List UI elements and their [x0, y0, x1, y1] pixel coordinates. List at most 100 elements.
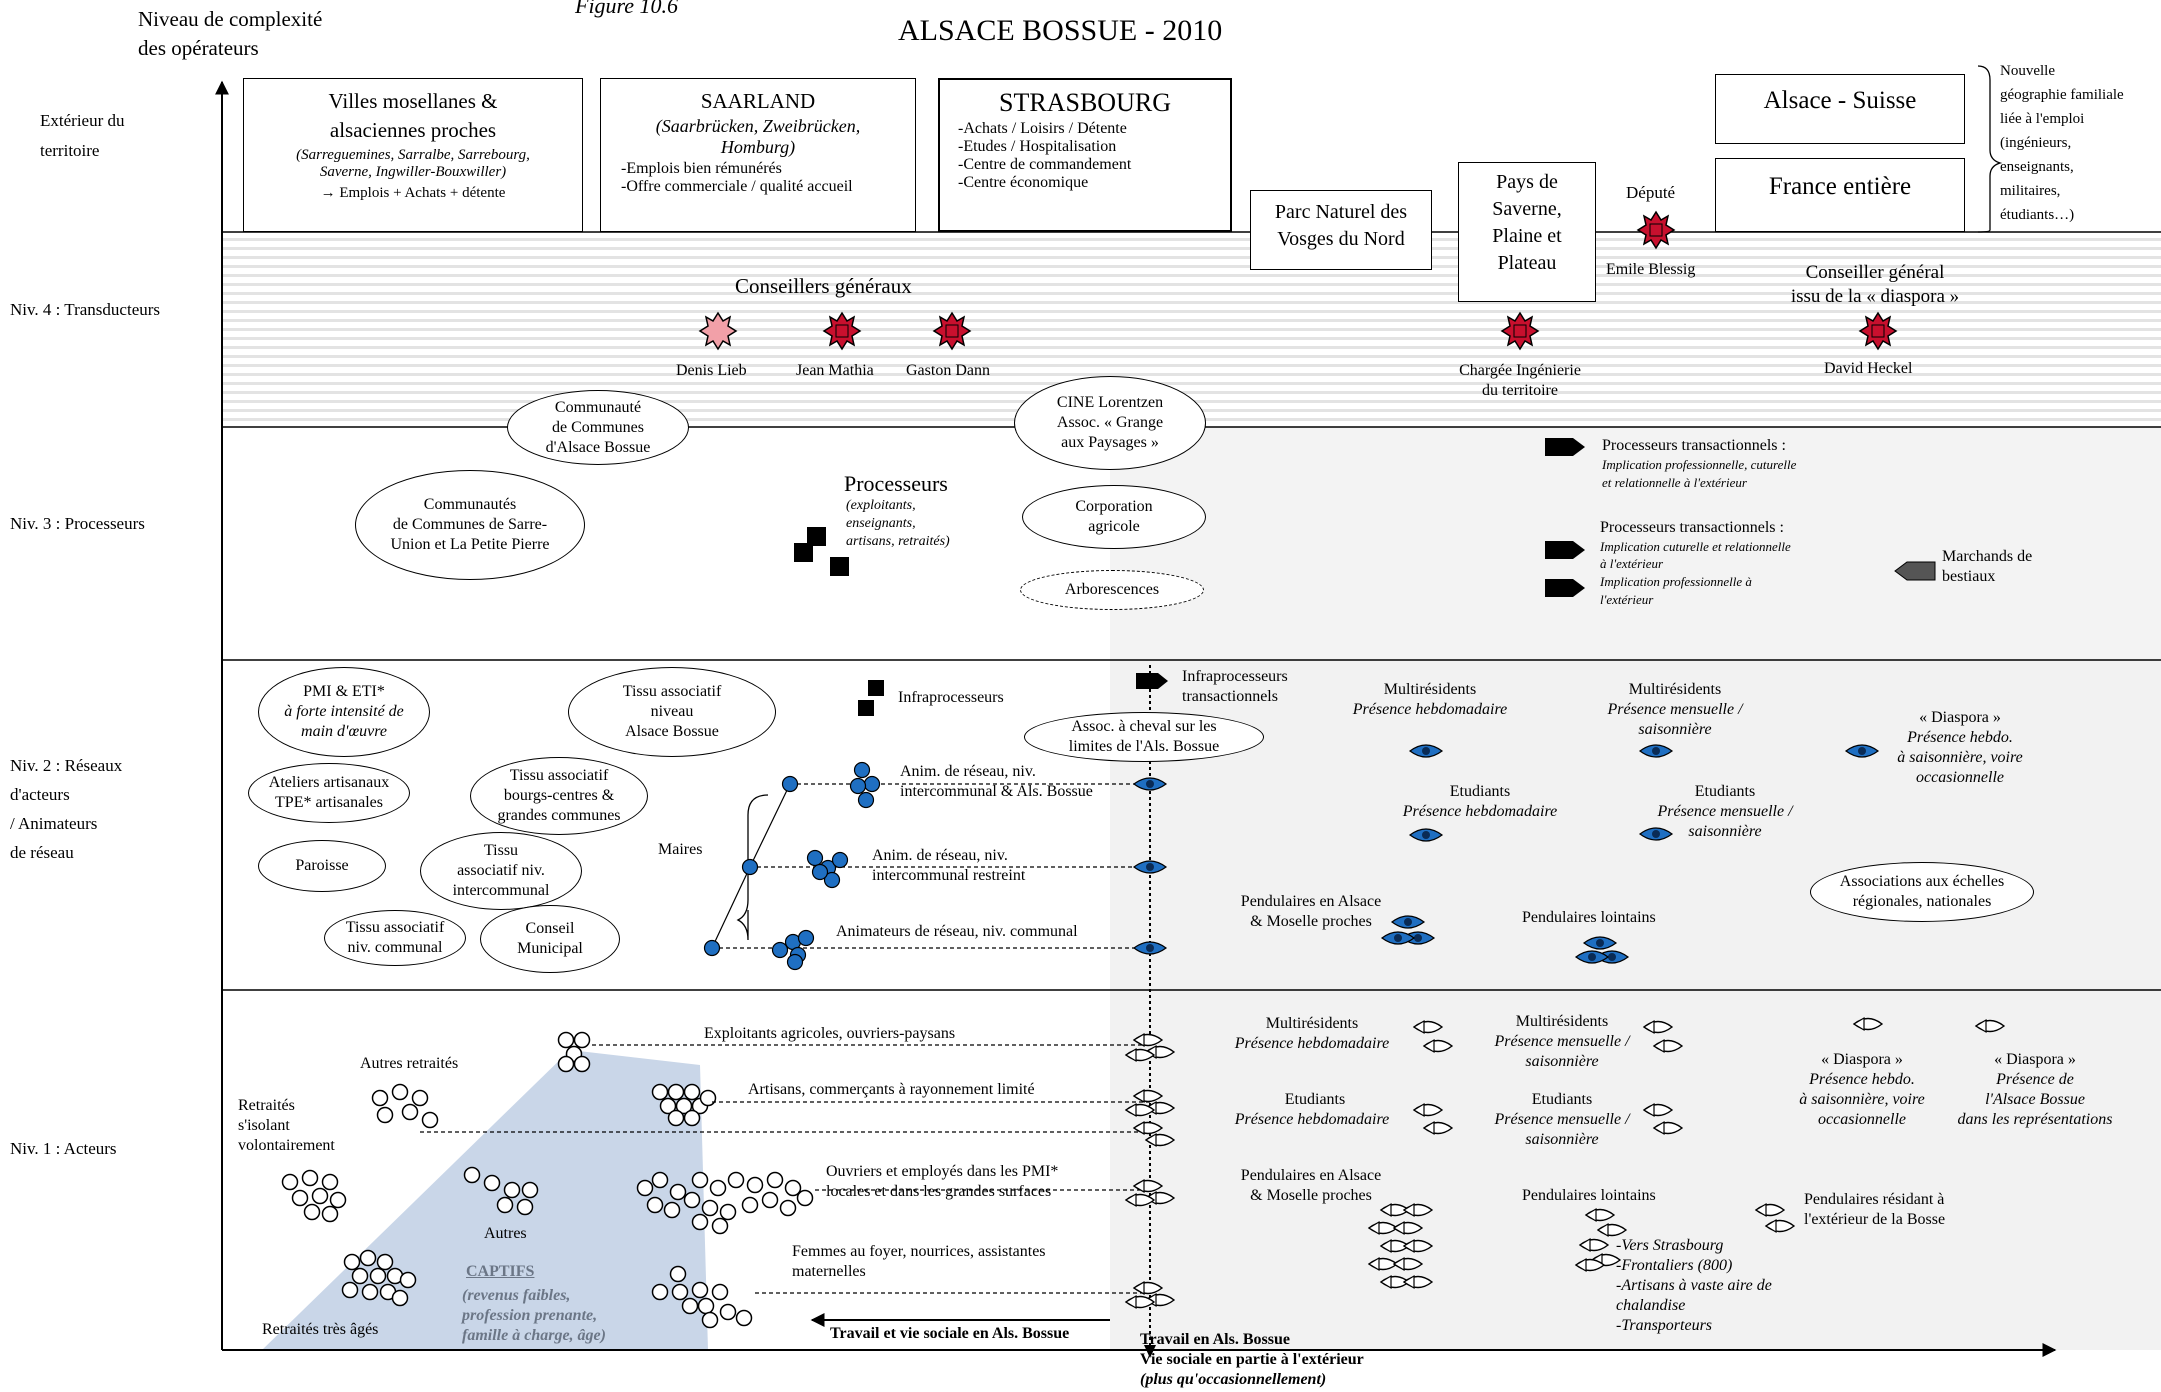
- nouvelle-5: enseignants,: [2000, 159, 2074, 175]
- level-ext-1: Extérieur du: [40, 111, 125, 130]
- box-alsace-suisse: Alsace - Suisse: [1715, 74, 1965, 144]
- marchands-1: Marchands de: [1942, 548, 2033, 565]
- n2-diaspora-1: « Diaspora »: [1919, 709, 2001, 726]
- lointains-4: chalandise: [1616, 1297, 1686, 1314]
- nouvelle-4: (ingénieurs,: [2000, 135, 2072, 151]
- yaxis-title-1: Niveau de complexité: [138, 7, 323, 31]
- lointains-3: -Artisans à vaste aire de: [1616, 1277, 1772, 1294]
- denis-lieb-icon: [699, 312, 737, 350]
- n1-pend-lointains: Pendulaires lointains: [1522, 1187, 1656, 1204]
- n2-multi2-2: Présence mensuelle /: [1607, 701, 1743, 718]
- nouvelle-2: géographie familiale: [2000, 87, 2124, 103]
- pt2-sub2-1: Implication professionnelle à: [1600, 574, 1752, 589]
- femmes-2: maternelles: [792, 1263, 866, 1280]
- pt1-sub-2: et relationnelle à l'extérieur: [1602, 475, 1747, 490]
- n2-multi1-1: Multirésidents: [1383, 681, 1477, 698]
- n1-etud1-1: Etudiants: [1284, 1091, 1346, 1108]
- ellipse-paroisse: Paroisse: [258, 840, 386, 892]
- nouvelle-6: militaires,: [2000, 183, 2061, 199]
- level-4-label: Niv. 4 : Transducteurs: [10, 300, 161, 319]
- n1-etud2-3: saisonnière: [1525, 1131, 1599, 1148]
- n1-pend-ext-1: Pendulaires résidant à: [1804, 1191, 1945, 1208]
- chargee-1: Chargée Ingénierie: [1459, 362, 1581, 379]
- processeurs-sub-2: enseignants,: [846, 516, 916, 531]
- n1-diaspora1-4: occasionnelle: [1818, 1111, 1906, 1128]
- n2-pend-proches-1: Pendulaires en Alsace: [1240, 893, 1382, 910]
- n1-etud1-2: Présence hebdomadaire: [1234, 1111, 1390, 1128]
- processeurs-sub-3: artisans, retraités): [846, 534, 950, 549]
- emile-blessig: Emile Blessig: [1606, 261, 1696, 278]
- n2-etud1-2: Présence hebdomadaire: [1402, 803, 1558, 820]
- n2-diaspora-3: à saisonnière, voire: [1897, 749, 2023, 766]
- infraprocesseurs: Infraprocesseurs: [898, 689, 1004, 706]
- ouvriers-1: Ouvriers et employés dans les PMI*: [826, 1163, 1059, 1180]
- box-france: France entière: [1715, 158, 1965, 232]
- n2-etud1-1: Etudiants: [1449, 783, 1511, 800]
- artisans: Artisans, commerçants à rayonnement limi…: [748, 1081, 1035, 1098]
- anim2-2: intercommunal restreint: [872, 867, 1026, 884]
- n1-etud2-2: Présence mensuelle /: [1494, 1111, 1630, 1128]
- n2-diaspora-4: occasionnelle: [1916, 769, 2004, 786]
- n1-diaspora2-3: l'Alsace Bossue: [1985, 1091, 2085, 1108]
- n1-etud2-1: Etudiants: [1531, 1091, 1593, 1108]
- yaxis-title-2: des opérateurs: [138, 36, 259, 60]
- pt2-sub1-2: à l'extérieur: [1600, 556, 1664, 571]
- pt2-sub1-1: Implication cuturelle et relationnelle: [1600, 539, 1791, 554]
- n1-diaspora1-1: « Diaspora »: [1821, 1051, 1903, 1068]
- jean-mathia: Jean Mathia: [796, 362, 874, 379]
- captifs-sub-3: famille à charge, âge): [462, 1327, 606, 1344]
- infra-trans-2: transactionnels: [1182, 688, 1278, 705]
- nouvelle-3: liée à l'emploi: [2000, 111, 2085, 127]
- gaston-dann: Gaston Dann: [906, 362, 990, 379]
- anim1-2: intercommunal & Als. Bossue: [900, 783, 1093, 800]
- retraites-ages: Retraités très âgés: [262, 1321, 379, 1338]
- level-1-label: Niv. 1 : Acteurs: [10, 1139, 117, 1158]
- n2-etud2-1: Etudiants: [1694, 783, 1756, 800]
- band-right-lower: [1110, 660, 2161, 1350]
- david-heckel: David Heckel: [1824, 360, 1913, 377]
- n2-multi2-3: saisonnière: [1638, 721, 1712, 738]
- jean-mathia-icon: [823, 312, 861, 350]
- pt2-sub2-2: l'extérieur: [1600, 592, 1654, 607]
- n1-multi1-1: Multirésidents: [1265, 1015, 1359, 1032]
- gaston-dann-icon: [933, 312, 971, 350]
- n1-diaspora1-2: Présence hebdo.: [1809, 1071, 1915, 1088]
- retraites-isolant-1: Retraités: [238, 1097, 295, 1114]
- level-2-label-1: Niv. 2 : Réseaux: [10, 756, 123, 775]
- n1-diaspora2-2: Présence de: [1996, 1071, 2074, 1088]
- level-2-label-4: de réseau: [10, 843, 74, 862]
- box-saverne: Pays de Saverne, Plaine et Plateau: [1458, 162, 1596, 302]
- lointains-1: -Vers Strasbourg: [1616, 1237, 1724, 1254]
- anim3: Animateurs de réseau, niv. communal: [836, 923, 1078, 940]
- retraites-isolant-3: volontairement: [238, 1137, 335, 1154]
- n1-multi2-1: Multirésidents: [1515, 1013, 1609, 1030]
- anim2-1: Anim. de réseau, niv.: [872, 847, 1008, 864]
- depute-icon: [1637, 211, 1675, 249]
- retraites-isolant-2: s'isolant: [238, 1117, 290, 1134]
- pt1-sub-1: Implication professionnelle, cuturelle: [1602, 457, 1797, 472]
- figure-label: Figure 10.6: [575, 0, 679, 18]
- ellipse-arborescences: Arborescences: [1020, 570, 1204, 610]
- n1-pend-proches-1: Pendulaires en Alsace: [1240, 1167, 1382, 1184]
- denis-lieb: Denis Lieb: [676, 362, 747, 379]
- pt1-title: Processeurs transactionnels :: [1602, 437, 1786, 454]
- marchands-2: bestiaux: [1942, 568, 1996, 585]
- conseiller-diaspora-2: issu de la « diaspora »: [1790, 286, 1960, 307]
- page-title: ALSACE BOSSUE - 2010: [898, 14, 1223, 47]
- maires: Maires: [658, 841, 703, 858]
- level-3-label: Niv. 3 : Processeurs: [10, 514, 145, 533]
- n2-multi1-2: Présence hebdomadaire: [1352, 701, 1508, 718]
- level-2-label-3: / Animateurs: [10, 814, 98, 833]
- exploitants: Exploitants agricoles, ouvriers-paysans: [704, 1025, 956, 1042]
